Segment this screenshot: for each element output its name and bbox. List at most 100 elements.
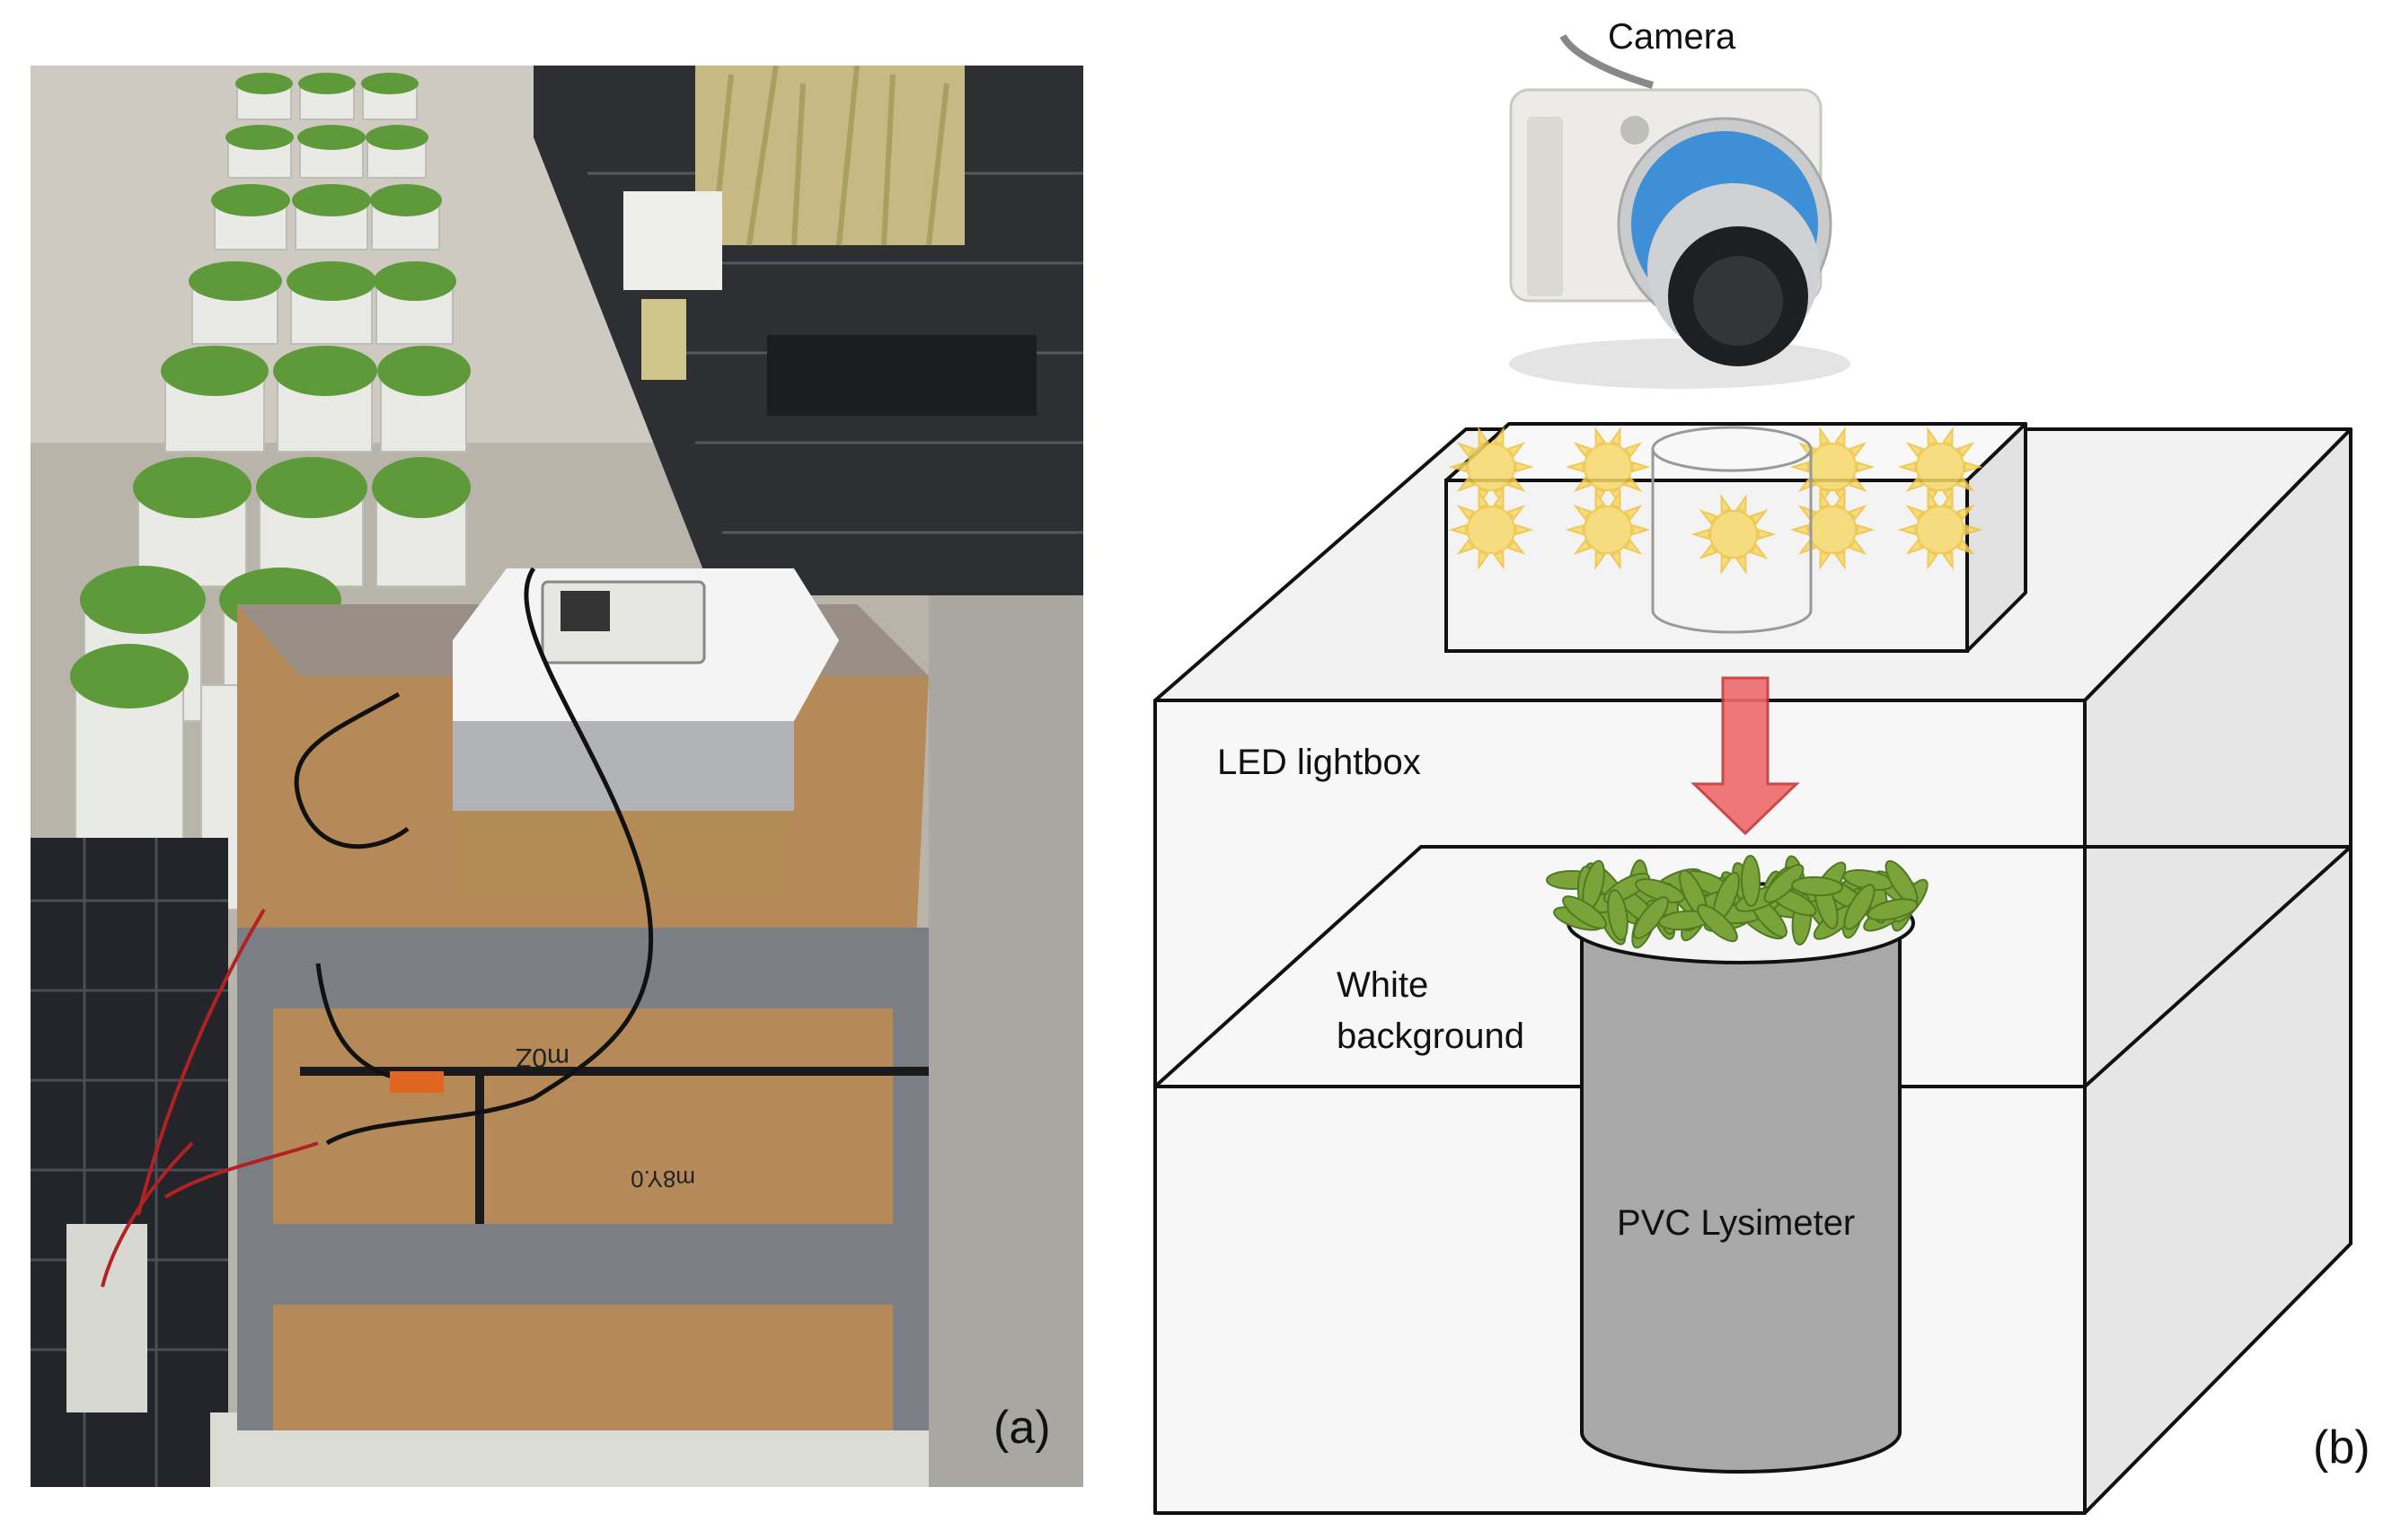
led-sun-ray bbox=[1565, 524, 1584, 536]
led-sun-ray bbox=[1955, 505, 1975, 521]
led-sun-ray bbox=[1565, 461, 1584, 473]
camera-cables bbox=[294, 567, 653, 1146]
panel-a-label: (a) bbox=[993, 1402, 1051, 1454]
led-sun-ray bbox=[1942, 550, 1954, 571]
led-sun-ray bbox=[1594, 488, 1606, 509]
led-sun-ray bbox=[1897, 461, 1917, 473]
led-sun-ray bbox=[1927, 426, 1938, 446]
lightbox-schematic bbox=[1153, 33, 2352, 1515]
led-sun-ray bbox=[1594, 426, 1606, 446]
led-sun-ray bbox=[1848, 539, 1867, 555]
led-sun-ray bbox=[1735, 493, 1747, 514]
led-sun-icon bbox=[1467, 443, 1515, 491]
led-sun-ray bbox=[1506, 539, 1526, 555]
cable-connector bbox=[390, 1071, 444, 1093]
led-sun-ray bbox=[1749, 543, 1769, 559]
led-sun-ray bbox=[1720, 493, 1732, 514]
led-sun-icon bbox=[1467, 506, 1515, 554]
led-sun-ray bbox=[1448, 524, 1468, 536]
led-sun-ray bbox=[1610, 550, 1621, 571]
led-sun-ray bbox=[1942, 488, 1954, 509]
led-sun-ray bbox=[1623, 442, 1643, 458]
led-sun-ray bbox=[1573, 539, 1593, 555]
grass-blade bbox=[1740, 855, 1761, 907]
led-sun-ray bbox=[1478, 426, 1489, 446]
led-sun-ray bbox=[1834, 550, 1846, 571]
led-sun-ray bbox=[1789, 461, 1809, 473]
led-sun-ray bbox=[1964, 461, 1983, 473]
led-sun-ray bbox=[1735, 555, 1747, 576]
led-sun-ray bbox=[1623, 505, 1643, 521]
led-sun-ray bbox=[1493, 550, 1505, 571]
led-sun-ray bbox=[1631, 524, 1651, 536]
led-sun-ray bbox=[1757, 528, 1777, 541]
led-sun-ray bbox=[1856, 524, 1876, 536]
led-panel-box bbox=[1444, 422, 2027, 653]
led-sun-ray bbox=[1493, 426, 1505, 446]
grass-blade bbox=[1763, 864, 1805, 903]
led-sun-ray bbox=[1927, 488, 1938, 509]
led-sun-ray bbox=[1897, 524, 1917, 536]
led-sun-ray bbox=[1456, 539, 1476, 555]
led-sun-ray bbox=[1493, 488, 1505, 509]
led-sun-icon bbox=[1709, 510, 1758, 559]
box-mark-bottom: m8Y.0 bbox=[631, 1166, 695, 1192]
led-sun-ray bbox=[1690, 528, 1710, 541]
grass-blade bbox=[1562, 895, 1607, 929]
led-sun-ray bbox=[1789, 524, 1809, 536]
grass-blade bbox=[1697, 903, 1738, 943]
white-background-label-line2: background bbox=[1337, 1016, 1525, 1056]
grass-blade bbox=[1633, 896, 1669, 939]
foam-camera-housing bbox=[453, 568, 839, 892]
led-sun-ray bbox=[1848, 505, 1867, 521]
led-sun-ray bbox=[1478, 488, 1489, 509]
led-sun-ray bbox=[1456, 476, 1476, 492]
led-sun-ray bbox=[1514, 524, 1534, 536]
led-sun-ray bbox=[1955, 539, 1975, 555]
led-lightbox-label: LED lightbox bbox=[1217, 743, 1421, 782]
led-sun-ray bbox=[1905, 442, 1925, 458]
pvc-lysimeter-label: PVC Lysimeter bbox=[1617, 1203, 1856, 1243]
led-sun-ray bbox=[1631, 461, 1651, 473]
led-sun-ray bbox=[1448, 461, 1468, 473]
led-sun-ray bbox=[1819, 426, 1831, 446]
led-sun-ray bbox=[1905, 505, 1925, 521]
led-sun-icon bbox=[1584, 506, 1632, 554]
led-sun-icon bbox=[1584, 443, 1632, 491]
led-sun-ray bbox=[1955, 476, 1975, 492]
potted-grass-rows bbox=[70, 73, 471, 928]
led-sun-ray bbox=[1819, 488, 1831, 509]
camera-illustration bbox=[1509, 33, 1850, 389]
led-sun-ray bbox=[1573, 442, 1593, 458]
led-sun-ray bbox=[1594, 550, 1606, 571]
box-mark-top: m0Z bbox=[516, 1043, 569, 1072]
led-sun-ray bbox=[1506, 505, 1526, 521]
led-sun-ray bbox=[1848, 442, 1867, 458]
pvc-lysimeter-cylinder bbox=[1546, 855, 1929, 1474]
led-sun-ray bbox=[1623, 476, 1643, 492]
led-sun-icon bbox=[1808, 506, 1857, 554]
led-sun-ray bbox=[1478, 550, 1489, 571]
led-sun-icon bbox=[1808, 443, 1857, 491]
photo-panel-a: m0Z m8Y.0 (a) bbox=[31, 66, 1083, 1487]
led-sun-ray bbox=[1834, 488, 1846, 509]
floor-grid bbox=[31, 838, 228, 1487]
white-background-label-line1: White bbox=[1337, 965, 1429, 1005]
led-sun-ray bbox=[1964, 524, 1983, 536]
led-sun-ray bbox=[1573, 505, 1593, 521]
led-sun-ray bbox=[1506, 442, 1526, 458]
led-sun-ray bbox=[1749, 509, 1769, 525]
schematic-panel-b: Camera LED lightbox White background PVC… bbox=[1105, 0, 2401, 1536]
grass-blade bbox=[1791, 876, 1843, 897]
grass-blade bbox=[1843, 884, 1876, 930]
led-sun-ray bbox=[1942, 426, 1954, 446]
led-sun-icon bbox=[1916, 443, 1964, 491]
panel-b-label: (b) bbox=[2313, 1421, 2370, 1474]
led-sun-ray bbox=[1720, 555, 1732, 576]
led-sun-icon bbox=[1916, 506, 1964, 554]
led-sun-ray bbox=[1610, 488, 1621, 509]
led-sun-ray bbox=[1927, 550, 1938, 571]
led-sun-ray bbox=[1834, 426, 1846, 446]
grass-blade bbox=[1867, 898, 1919, 921]
greenhouse-bench bbox=[534, 66, 1083, 595]
